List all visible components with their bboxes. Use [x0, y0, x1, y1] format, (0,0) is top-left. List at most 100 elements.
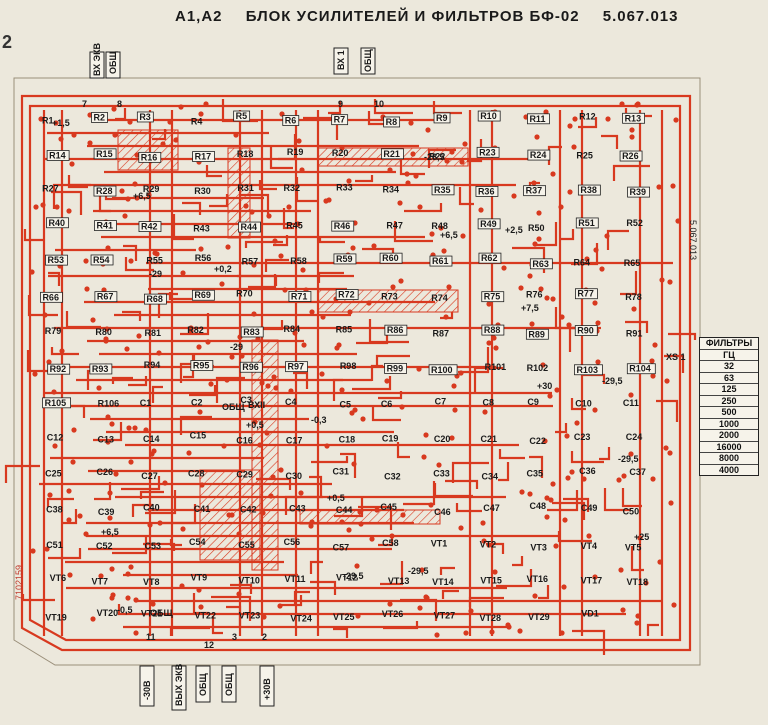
solder-pad — [110, 592, 116, 598]
signal-trace-jog — [375, 354, 410, 367]
solder-pad — [134, 195, 140, 201]
component-r16: R16 — [141, 152, 158, 162]
resistor-outline — [574, 364, 603, 376]
solder-pad — [295, 221, 301, 227]
solder-pad — [126, 425, 132, 431]
solder-pad — [239, 353, 245, 359]
voltage-annotation: -0,5 — [117, 605, 133, 615]
pad-10: 10 — [374, 99, 384, 109]
voltage-annotation: -29 — [149, 269, 162, 279]
component-c17: C17 — [286, 435, 303, 445]
solder-pad — [107, 490, 113, 496]
solder-pad — [339, 387, 345, 393]
solder-pad — [389, 533, 395, 539]
component-r45: R45 — [286, 221, 303, 231]
solder-pad — [233, 132, 239, 138]
signal-trace-jog — [51, 190, 83, 215]
solder-pad — [347, 309, 353, 315]
solder-pad — [298, 490, 304, 496]
solder-pad — [529, 321, 535, 327]
signal-trace-jog — [189, 385, 217, 397]
solder-pad — [595, 359, 601, 365]
component-r78: R78 — [625, 292, 642, 302]
solder-pad — [319, 371, 325, 377]
solder-pad — [561, 584, 567, 590]
component-c24: C24 — [626, 432, 643, 442]
signal-trace-jog — [646, 623, 659, 636]
solder-pad — [486, 542, 492, 548]
solder-pad — [650, 476, 656, 482]
signal-trace-jog — [115, 108, 127, 121]
plus30-label: +30В — [262, 678, 272, 700]
signal-trace-jog — [621, 488, 642, 508]
signal-trace-jog — [458, 187, 474, 206]
solder-pad — [478, 207, 484, 213]
solder-pad — [252, 419, 258, 425]
component-vt10: VT10 — [238, 576, 260, 586]
signal-trace-jog — [284, 495, 323, 515]
solder-pad — [47, 492, 53, 498]
resistor-outline — [481, 291, 505, 303]
signal-trace-jog — [473, 366, 503, 392]
solder-pad — [178, 104, 184, 110]
solder-pad — [527, 491, 533, 497]
solder-pad — [550, 296, 556, 302]
component-c51: C51 — [46, 540, 63, 550]
solder-pad — [300, 267, 306, 273]
filter-table-unit: ГЦ — [700, 348, 758, 361]
solder-pad — [324, 443, 330, 449]
signal-trace-jog — [433, 483, 473, 498]
component-r35: R35 — [434, 185, 451, 195]
voltage-annotation: +0,5 — [327, 493, 345, 503]
component-r51: R51 — [578, 218, 595, 228]
component-c43: C43 — [289, 503, 306, 513]
signal-trace-jog — [65, 311, 101, 329]
solder-pad — [486, 340, 492, 346]
signal-trace-jog — [205, 165, 222, 178]
solder-pad — [650, 373, 656, 379]
component-r53: R53 — [47, 255, 64, 265]
component-c30: C30 — [285, 471, 302, 481]
solder-pad — [180, 526, 186, 532]
signal-trace-jog — [380, 561, 404, 586]
solder-pad — [156, 350, 162, 356]
component-r65: R65 — [624, 258, 641, 268]
solder-pad — [286, 204, 292, 210]
component-r77: R77 — [577, 289, 594, 299]
signal-trace-jog — [27, 295, 58, 317]
resistor-outline — [191, 289, 215, 301]
solder-pad — [264, 430, 270, 436]
minus30-label: -30В — [142, 680, 152, 700]
resistor-outline — [619, 150, 643, 162]
solder-pad — [564, 433, 570, 439]
component-c46: C46 — [434, 507, 451, 517]
solder-pad — [584, 256, 590, 262]
solder-pad — [458, 525, 464, 531]
connector-top-obsh1: ОБЩ — [105, 51, 121, 79]
component-vt3: VT3 — [530, 542, 547, 552]
solder-pad — [542, 438, 548, 444]
component-c22: C22 — [529, 436, 546, 446]
solder-pad — [550, 171, 556, 177]
resistor-outline — [477, 110, 501, 122]
solder-pad — [149, 451, 155, 457]
component-r1: R1 — [42, 116, 54, 126]
solder-pad — [501, 265, 507, 271]
component-r89: R89 — [528, 329, 545, 339]
component-c34: C34 — [481, 472, 498, 482]
signal-trace-jog — [606, 229, 629, 250]
solder-pad — [259, 380, 265, 386]
solder-pad — [70, 459, 76, 465]
component-r90: R90 — [577, 326, 594, 336]
solder-pad — [387, 167, 393, 173]
solder-pad — [599, 266, 605, 272]
component-r15: R15 — [96, 149, 113, 159]
signal-trace-jog — [563, 497, 590, 512]
title-code: 5.067.013 — [602, 8, 679, 25]
component-r86: R86 — [387, 325, 404, 335]
component-r69: R69 — [194, 290, 211, 300]
component-c42: C42 — [240, 504, 257, 514]
solder-pad — [592, 407, 598, 413]
signal-trace-jog — [601, 134, 619, 149]
resistor-outline — [527, 149, 551, 161]
